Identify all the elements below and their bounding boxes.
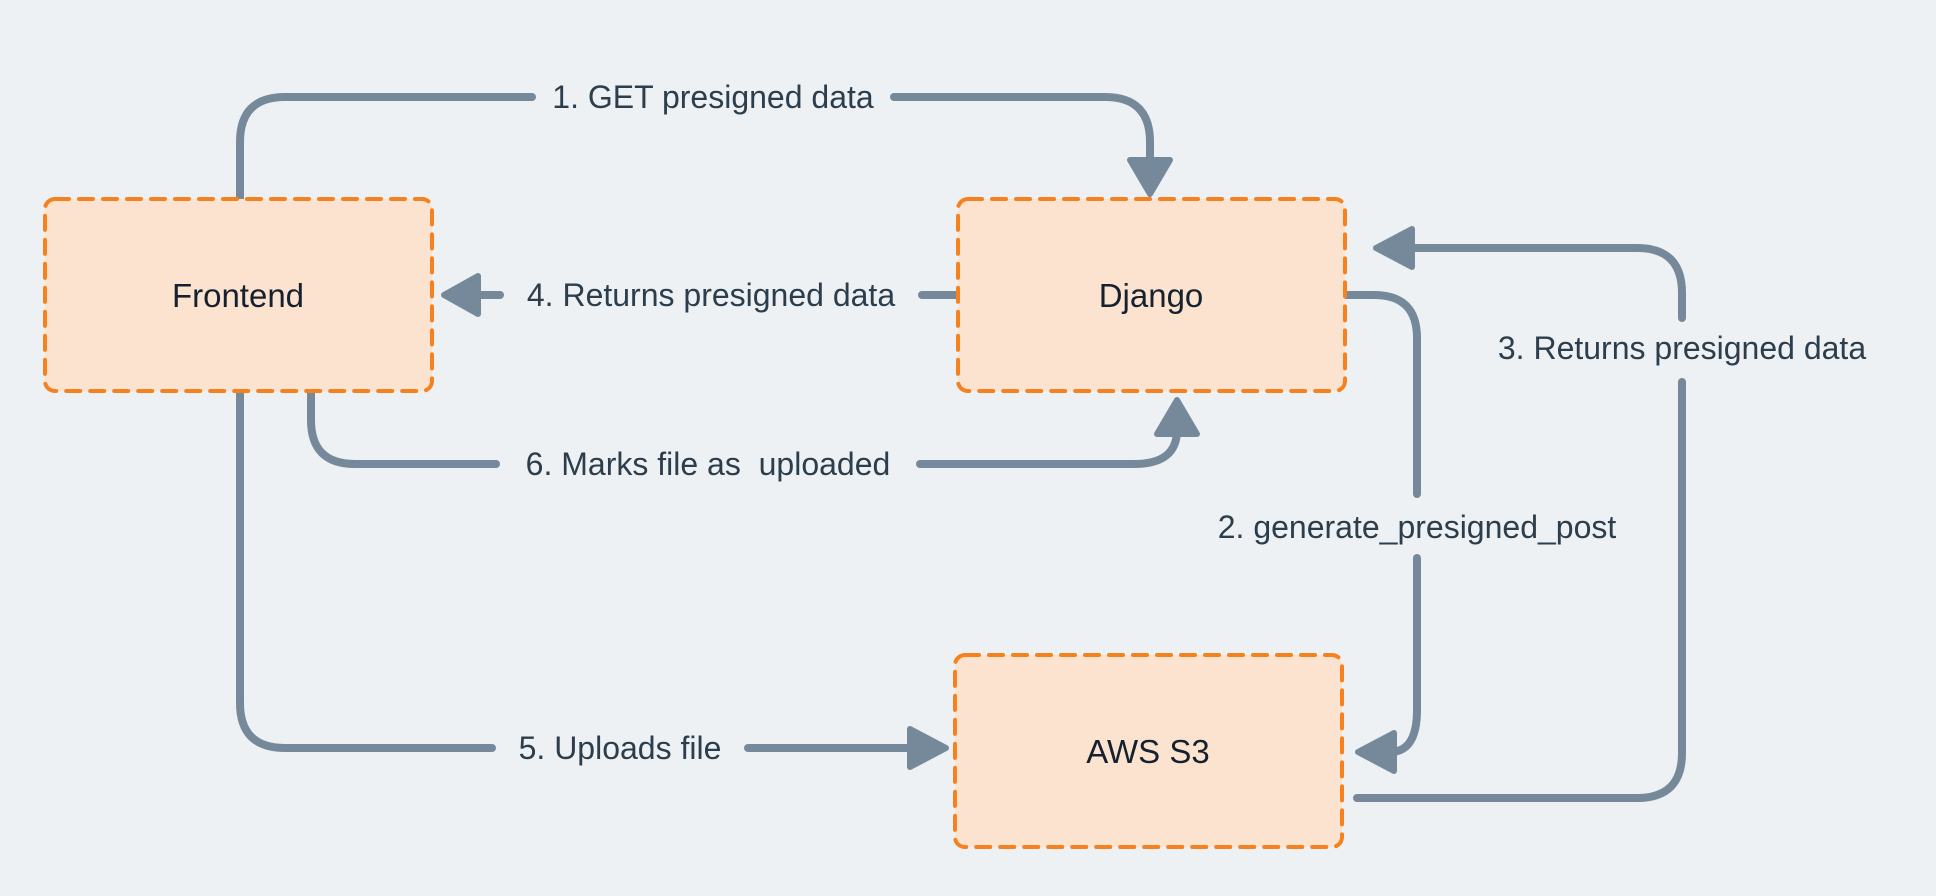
- edge-6-line-end: [916, 426, 1181, 468]
- edge-6-marks-file-uploaded: [307, 387, 1200, 468]
- edge-2-line-start: [1341, 291, 1421, 498]
- aws-s3-node: AWS S3: [953, 653, 1344, 849]
- edge-3-returns-presigned-data: [1353, 226, 1686, 802]
- edge-3-line-start: [1353, 378, 1686, 802]
- edge-3-line-end: [1408, 244, 1686, 322]
- frontend-node: Frontend: [43, 197, 434, 393]
- edge-2-generate-presigned-post: [1341, 291, 1421, 774]
- edge-4-returns-presigned-data: [441, 273, 962, 317]
- edge-5-uploads-file: [236, 387, 949, 770]
- django-node-label: Django: [1099, 277, 1204, 314]
- edge-2-arrowhead-left-icon: [1355, 730, 1397, 774]
- edge-6-label: 6. Marks file as uploaded: [526, 446, 891, 482]
- edge-3-arrowhead-left-icon: [1373, 226, 1415, 270]
- edge-2-line-end: [1386, 554, 1421, 756]
- edge-1-get-presigned-data: [236, 93, 1173, 203]
- edge-1-line-start: [236, 93, 536, 203]
- edge-1-arrowhead-down-icon: [1127, 157, 1173, 197]
- edge-6-line-start: [307, 387, 500, 468]
- edge-3-label: 3. Returns presigned data: [1498, 330, 1866, 366]
- edge-5-line-start: [236, 387, 496, 752]
- edge-5-arrowhead-right-icon: [907, 726, 949, 770]
- aws-s3-node-label: AWS S3: [1086, 733, 1209, 770]
- edge-1-label: 1. GET presigned data: [552, 79, 874, 115]
- django-node-box: [956, 197, 1347, 393]
- edge-2-label: 2. generate_presigned_post: [1218, 509, 1617, 545]
- frontend-node-box: [43, 197, 434, 393]
- edge-4-label: 4. Returns presigned data: [527, 277, 895, 313]
- edge-1-line-end: [890, 93, 1154, 162]
- django-node: Django: [956, 197, 1347, 393]
- edge-4-arrowhead-left-icon: [441, 273, 481, 317]
- frontend-node-label: Frontend: [172, 277, 304, 314]
- edge-5-label: 5. Uploads file: [519, 730, 722, 766]
- edge-6-arrowhead-up-icon: [1154, 397, 1200, 437]
- aws-s3-node-box: [953, 653, 1344, 849]
